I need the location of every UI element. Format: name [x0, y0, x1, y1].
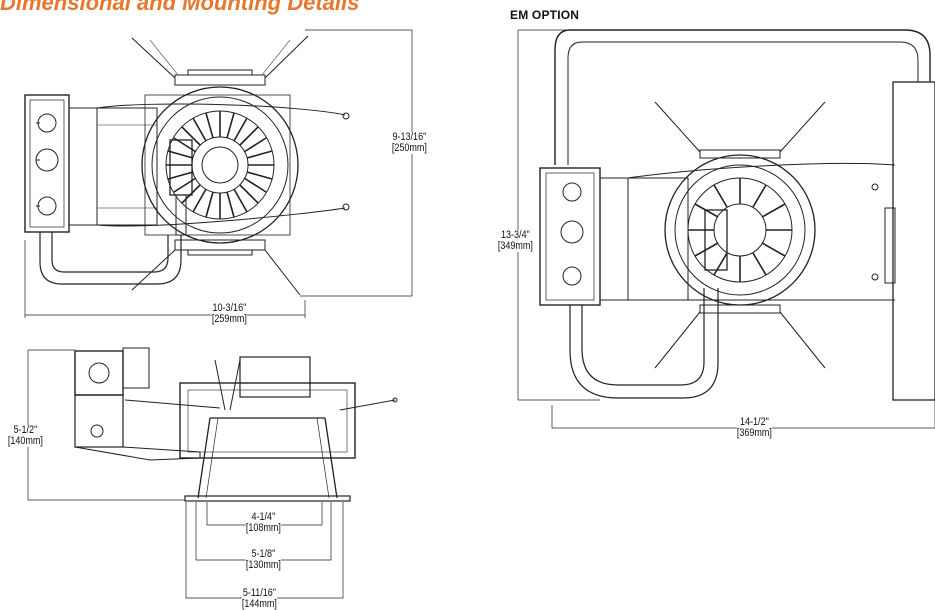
top-height-dimension: 9-13/16"[250mm]: [391, 131, 427, 154]
em-width-dimension: 14-1/2"[369mm]: [736, 416, 772, 439]
em-height-dimension: 13-3/4"[349mm]: [497, 229, 533, 252]
aperture-3-dimension: 5-11/16"[144mm]: [241, 587, 277, 610]
top-width-dimension: 10-3/16"[259mm]: [211, 302, 247, 325]
aperture-1-dimension: 4-1/4"[108mm]: [245, 511, 281, 534]
aperture-2-dimension: 5-1/8"[130mm]: [245, 548, 281, 571]
side-view: [27, 347, 398, 599]
side-height-dimension: 5-1/2"[140mm]: [7, 424, 43, 447]
em-option-label: EM OPTION: [510, 8, 580, 22]
top-view: [24, 29, 413, 318]
page-title: Dimensional and Mounting Details: [0, 0, 360, 15]
em-option-view: [517, 29, 935, 429]
